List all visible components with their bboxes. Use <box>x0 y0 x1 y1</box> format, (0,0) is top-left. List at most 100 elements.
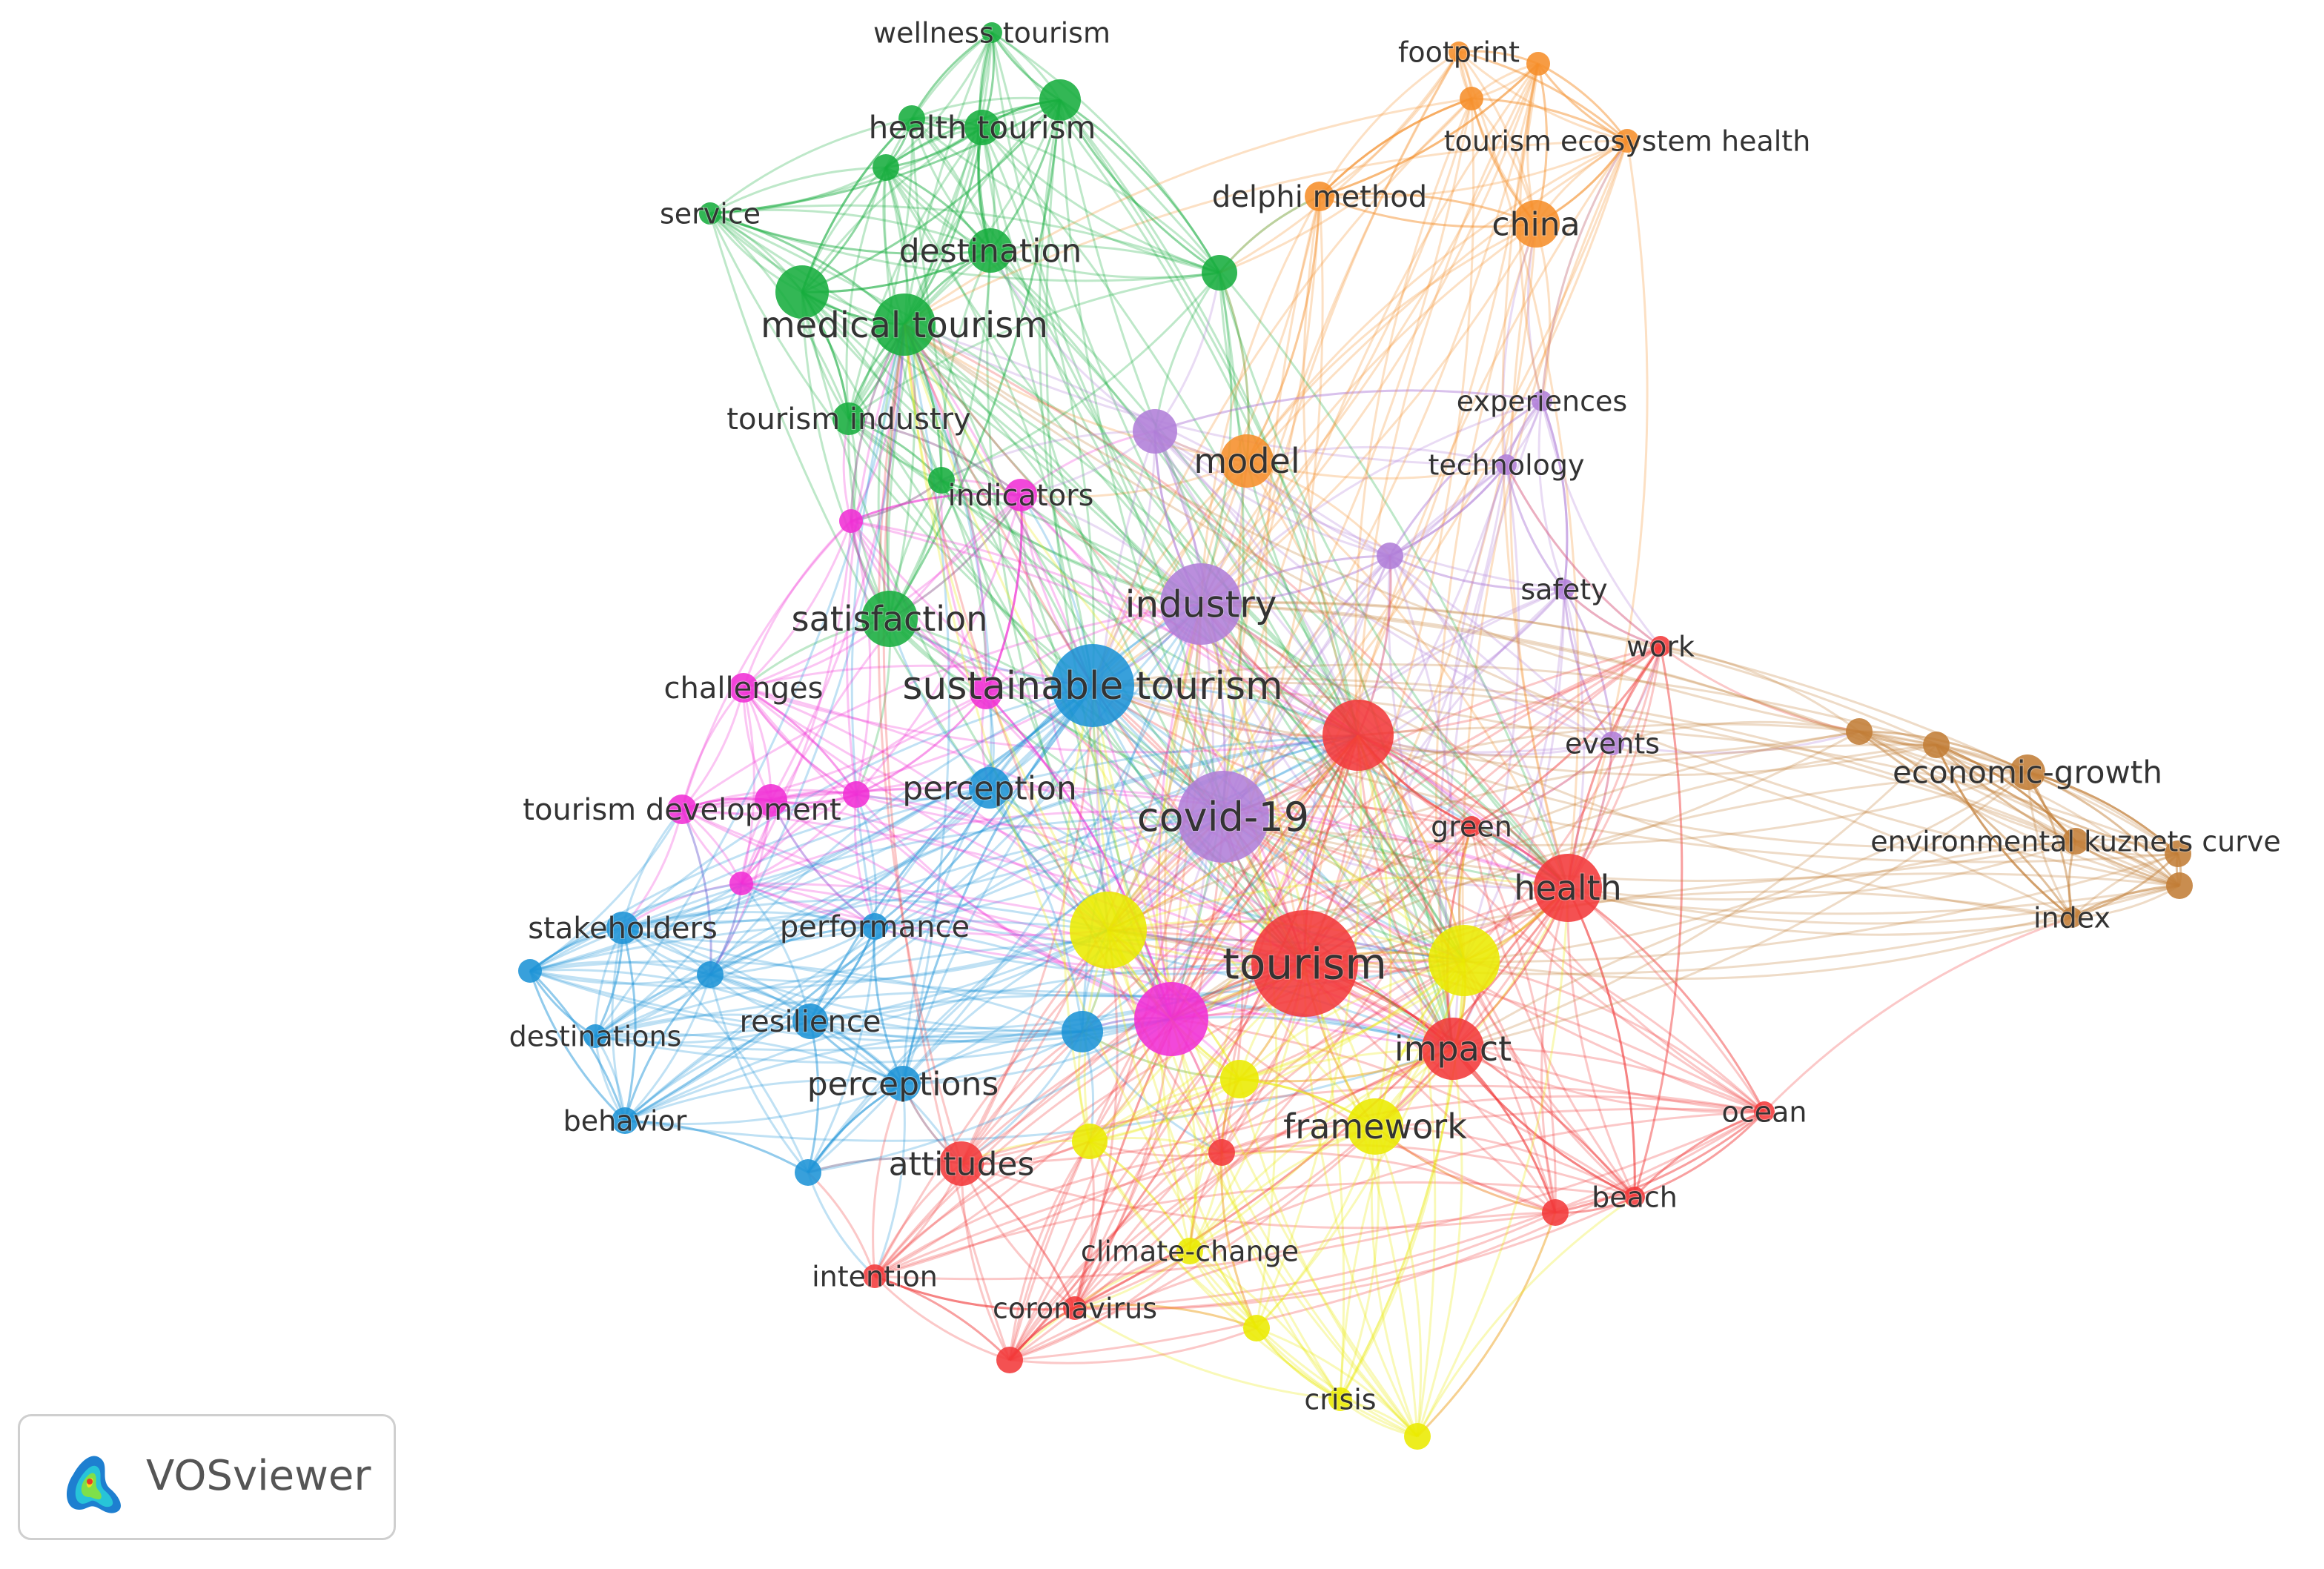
node-unlabeled[interactable] <box>843 781 870 808</box>
node-unlabeled[interactable] <box>755 784 787 817</box>
network-link <box>882 324 1011 1361</box>
network-link <box>1452 1047 1765 1114</box>
node-unlabeled[interactable] <box>1243 1315 1270 1341</box>
network-link <box>1501 223 1537 465</box>
node-technology[interactable] <box>1496 454 1517 475</box>
node-events[interactable] <box>1600 732 1624 755</box>
node-wellness-tourism[interactable] <box>981 22 1002 43</box>
node-china[interactable] <box>1512 200 1560 248</box>
node-environmental-kuznets-curve[interactable] <box>2062 828 2089 855</box>
node-service[interactable] <box>699 202 721 225</box>
node-unlabeled[interactable] <box>839 509 863 533</box>
node-tourism[interactable] <box>1251 910 1358 1017</box>
node-unlabeled[interactable] <box>1542 1199 1569 1226</box>
node-unlabeled[interactable] <box>928 467 955 494</box>
node-medical-tourism[interactable] <box>873 293 936 356</box>
network-link <box>1107 588 1565 931</box>
node-unlabeled[interactable] <box>2166 872 2193 899</box>
node-unlabeled[interactable] <box>1062 1011 1103 1052</box>
node-unlabeled[interactable] <box>1133 409 1177 454</box>
node-unlabeled[interactable] <box>1377 543 1403 569</box>
node-satisfaction[interactable] <box>861 591 918 647</box>
network-link <box>622 684 1093 929</box>
node-unlabeled[interactable] <box>1070 892 1147 969</box>
node-unlabeled[interactable] <box>1039 79 1081 121</box>
node-sustainable-tourism[interactable] <box>1051 644 1134 727</box>
node-unlabeled[interactable] <box>2165 840 2191 867</box>
node-economic-growth[interactable] <box>2010 754 2045 790</box>
label-tourism-industry: tourism industry <box>726 402 970 437</box>
node-tourism-industry[interactable] <box>832 402 865 435</box>
node-health-tourism[interactable] <box>964 110 1000 145</box>
node-impact[interactable] <box>1422 1018 1484 1080</box>
node-covid-19[interactable] <box>1177 771 1269 863</box>
node-work[interactable] <box>1650 636 1671 657</box>
node-beach[interactable] <box>1624 1187 1645 1207</box>
node-industry[interactable] <box>1160 563 1242 645</box>
network-link <box>1107 929 1258 1329</box>
network-link <box>1081 603 1202 1032</box>
node-tourism-ecosystem-health[interactable] <box>1615 129 1639 153</box>
node-unlabeled[interactable] <box>795 1159 821 1186</box>
node-footprint[interactable] <box>1449 42 1469 62</box>
node-stakeholders[interactable] <box>606 912 639 944</box>
node-unlabeled[interactable] <box>970 677 1002 709</box>
network-link <box>850 520 1465 962</box>
node-delphi-method[interactable] <box>1305 182 1334 211</box>
node-health[interactable] <box>1534 854 1602 922</box>
network-link <box>1074 1047 1454 1310</box>
network-link <box>1256 1327 1419 1438</box>
node-unlabeled[interactable] <box>1220 1060 1259 1098</box>
node-climate-change[interactable] <box>1176 1238 1203 1264</box>
node-unlabeled[interactable] <box>697 961 724 988</box>
node-unlabeled[interactable] <box>873 154 899 181</box>
node-resilience[interactable] <box>792 1004 828 1039</box>
network-link <box>845 167 887 419</box>
node-indicators[interactable] <box>1004 479 1037 511</box>
node-unlabeled[interactable] <box>1134 982 1208 1056</box>
node-experiences[interactable] <box>1532 391 1552 411</box>
node-index[interactable] <box>2062 907 2082 928</box>
node-unlabeled[interactable] <box>996 1347 1023 1373</box>
node-unlabeled[interactable] <box>1322 700 1394 771</box>
node-unlabeled[interactable] <box>1208 1139 1235 1166</box>
node-ocean[interactable] <box>1754 1101 1775 1122</box>
node-green[interactable] <box>1461 816 1482 837</box>
network-link <box>1074 1250 1191 1310</box>
network-link <box>1471 97 1628 142</box>
node-destination[interactable] <box>968 228 1013 273</box>
node-performance[interactable] <box>861 913 888 940</box>
node-unlabeled[interactable] <box>1923 732 1950 758</box>
node-tourism-development[interactable] <box>667 795 697 824</box>
network-link <box>1059 99 1220 274</box>
network-link <box>940 479 1359 737</box>
node-challenges[interactable] <box>729 673 758 703</box>
network-link <box>961 1162 1076 1309</box>
node-unlabeled[interactable] <box>1429 925 1500 996</box>
node-attitudes[interactable] <box>939 1141 984 1186</box>
node-unlabeled[interactable] <box>1846 718 1873 745</box>
node-unlabeled[interactable] <box>898 105 925 132</box>
node-model[interactable] <box>1220 434 1274 488</box>
network-link <box>1089 1078 1240 1143</box>
node-unlabeled[interactable] <box>729 872 753 895</box>
network-link <box>940 480 987 694</box>
node-unlabeled[interactable] <box>1404 1423 1431 1450</box>
node-framework[interactable] <box>1347 1098 1403 1155</box>
node-perception[interactable] <box>969 767 1010 809</box>
network-link <box>681 808 1305 965</box>
node-perceptions[interactable] <box>885 1066 921 1101</box>
node-coronavirus[interactable] <box>1063 1296 1087 1320</box>
node-intention[interactable] <box>863 1264 887 1288</box>
node-safety[interactable] <box>1554 579 1575 600</box>
node-unlabeled[interactable] <box>775 265 829 319</box>
node-unlabeled[interactable] <box>1460 87 1483 110</box>
node-crisis[interactable] <box>1328 1387 1352 1411</box>
node-behavior[interactable] <box>612 1107 638 1134</box>
node-unlabeled[interactable] <box>518 959 542 983</box>
node-unlabeled[interactable] <box>1072 1124 1108 1159</box>
node-destinations[interactable] <box>583 1024 607 1048</box>
network-link <box>1088 734 1360 1143</box>
node-unlabeled[interactable] <box>1526 52 1550 76</box>
node-unlabeled[interactable] <box>1202 255 1237 291</box>
